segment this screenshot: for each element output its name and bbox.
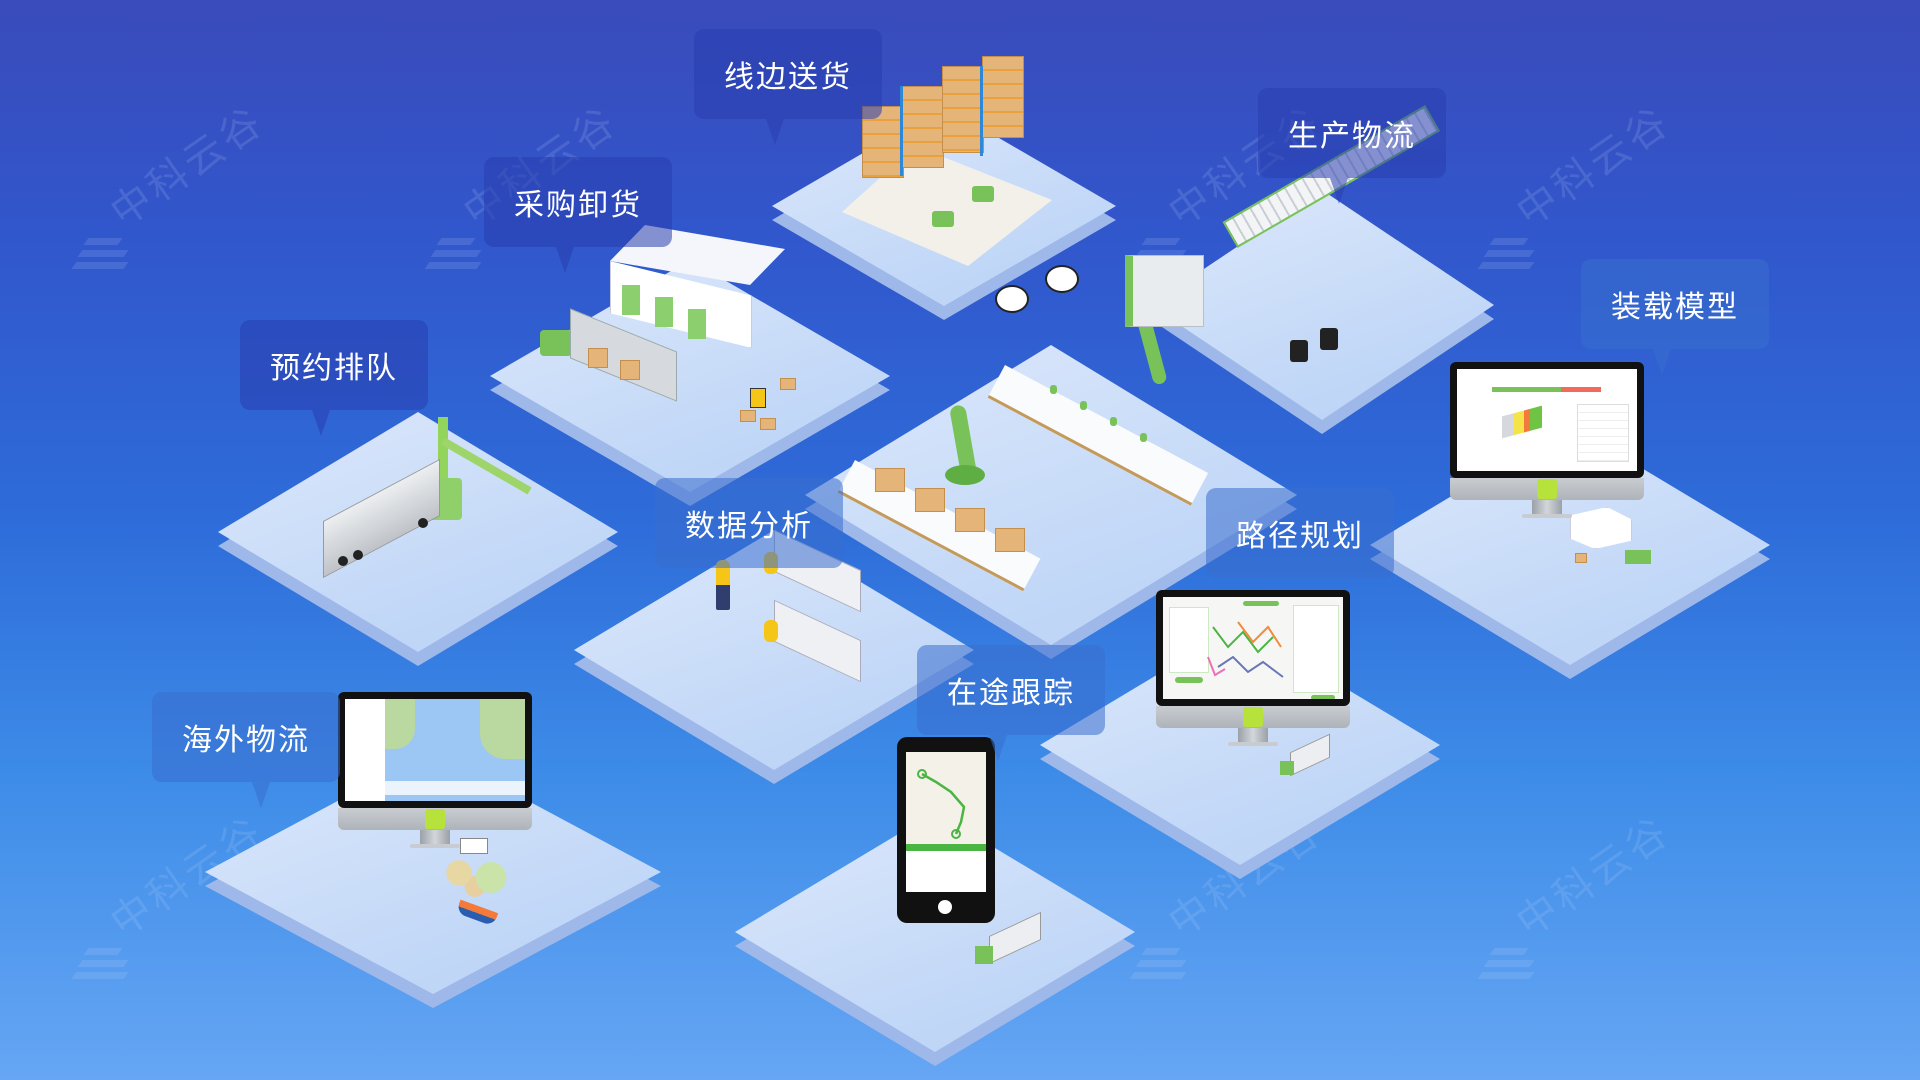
world-map-cargo-icon	[435, 855, 515, 900]
monitor-loading-model[interactable]	[1450, 362, 1644, 522]
route-lines	[1207, 621, 1284, 678]
watermark: 中科云谷	[1477, 808, 1712, 988]
forklift-icon	[932, 211, 954, 227]
tile-line-side-delivery[interactable]	[772, 56, 1116, 320]
label-appointment-queue: 预约排队	[240, 320, 428, 436]
monitor-stand	[1238, 728, 1268, 742]
speech-tail	[1330, 178, 1348, 204]
watermark: 中科云谷	[71, 98, 306, 278]
speech-tail	[556, 247, 574, 273]
truck-icon	[1625, 550, 1651, 564]
cargo-box	[955, 508, 985, 532]
cargo-box	[760, 418, 776, 430]
monitor-overseas-logistics[interactable]	[338, 692, 532, 852]
speech-tail	[766, 119, 784, 145]
label-line-side-delivery: 线边送货	[694, 29, 882, 145]
truck-icon	[460, 838, 488, 854]
monitor-stand	[1532, 500, 1562, 514]
monitor-chin	[1156, 706, 1350, 728]
monitor-chin	[338, 808, 532, 830]
cargo-box	[740, 410, 756, 422]
label-route-planning: 路径规划	[1206, 488, 1394, 578]
smartphone-tracking[interactable]	[897, 737, 995, 923]
watermark-logo-icon	[1129, 938, 1187, 988]
watermark-logo-icon	[1477, 938, 1535, 988]
forklift-icon	[972, 186, 994, 202]
route-map	[1163, 597, 1343, 699]
cargo-box	[995, 528, 1025, 552]
speech-tail	[312, 410, 330, 436]
world-map	[385, 699, 525, 801]
product-cylinder	[1080, 401, 1087, 410]
brand-logo-icon	[1243, 707, 1263, 727]
phone-screen	[906, 752, 986, 892]
truck-icon	[1280, 733, 1330, 777]
monitor-foot	[1522, 514, 1572, 518]
brand-logo-icon	[425, 809, 445, 829]
label-production-logistics: 生产物流	[1258, 88, 1446, 204]
brand-logo-icon	[1537, 479, 1557, 499]
operator-icon	[716, 560, 730, 610]
operator-icon	[764, 620, 778, 642]
watermark-logo-icon	[71, 938, 129, 988]
monitor-foot	[1228, 742, 1278, 746]
monitor-screen	[338, 692, 532, 808]
label-loading-model: 装载模型	[1581, 259, 1769, 375]
monitor-chin	[1450, 478, 1644, 500]
monitor-foot	[410, 844, 460, 848]
tile-production-logistics[interactable]	[1150, 105, 1494, 434]
speech-tail	[1653, 349, 1671, 375]
robot-arm-base	[945, 465, 985, 485]
label-data-analysis: 数据分析	[655, 478, 843, 568]
cargo-box	[780, 378, 796, 390]
speech-tail	[252, 782, 270, 808]
3d-container-model	[1502, 405, 1542, 439]
monitor-stand	[420, 830, 450, 844]
truck-icon	[975, 911, 1041, 966]
cargo-box	[1575, 553, 1587, 563]
product-cylinder	[1050, 385, 1057, 394]
product-cylinder	[1110, 417, 1117, 426]
monitor-route-planning[interactable]	[1156, 590, 1350, 750]
agv-robot-icon	[1320, 328, 1338, 350]
label-purchase-unloading: 采购卸货	[484, 157, 672, 273]
tile-purchase-unloading[interactable]	[490, 225, 890, 506]
cargo-box	[875, 468, 905, 492]
truck-icon	[323, 458, 473, 579]
tile-appointment-queue[interactable]	[218, 412, 618, 666]
warehouse-rack-icon	[862, 56, 1032, 196]
product-cylinder	[1140, 433, 1147, 442]
agv-robot-icon	[1045, 265, 1079, 293]
tracking-route	[917, 769, 966, 839]
gate-barrier-icon	[438, 417, 448, 482]
label-overseas-logistics: 海外物流	[152, 692, 340, 808]
packing-machine-icon	[1125, 255, 1204, 327]
cargo-box	[915, 488, 945, 512]
watermark-logo-icon	[71, 228, 129, 278]
speech-tail	[989, 735, 1007, 761]
watermark: 中科云谷	[1129, 808, 1364, 988]
agv-robot-icon	[1290, 340, 1308, 362]
forklift-icon	[750, 388, 766, 408]
monitor-screen	[1156, 590, 1350, 706]
truck-icon	[540, 308, 680, 402]
home-button[interactable]	[938, 900, 952, 914]
watermark-logo-icon	[424, 228, 482, 278]
agv-robot-icon	[995, 285, 1029, 313]
monitor-screen	[1450, 362, 1644, 478]
label-in-transit-tracking: 在途跟踪	[917, 645, 1105, 761]
